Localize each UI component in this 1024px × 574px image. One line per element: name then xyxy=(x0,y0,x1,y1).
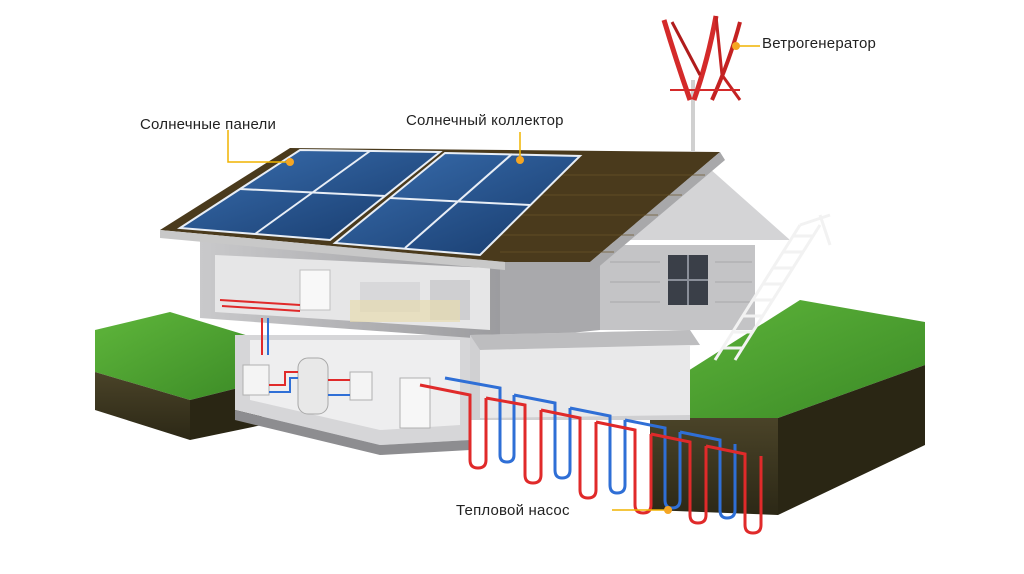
solar-panels-label: Солнечные панели xyxy=(140,116,277,133)
solar-panels xyxy=(176,148,443,242)
solar-panels-dot xyxy=(286,158,294,166)
solar-collector-dot xyxy=(516,156,524,164)
basement xyxy=(235,335,470,455)
heat-pump-loop xyxy=(419,376,763,535)
callout-dots xyxy=(286,42,740,514)
solar-collector-label: Солнечный коллектор xyxy=(406,112,564,129)
heat-pump-label: Тепловой насос xyxy=(456,502,570,519)
ground-right xyxy=(650,300,925,515)
wind-generator-dot xyxy=(732,42,740,50)
callouts xyxy=(227,45,760,511)
solar-collector xyxy=(332,151,583,257)
wind-generator-label: Ветрогенератор xyxy=(762,35,877,52)
heat-pump-dot xyxy=(664,506,672,514)
stairs xyxy=(713,213,832,361)
wind-generator xyxy=(661,15,742,152)
house-left-wing xyxy=(200,238,500,355)
ground-left xyxy=(95,312,262,440)
